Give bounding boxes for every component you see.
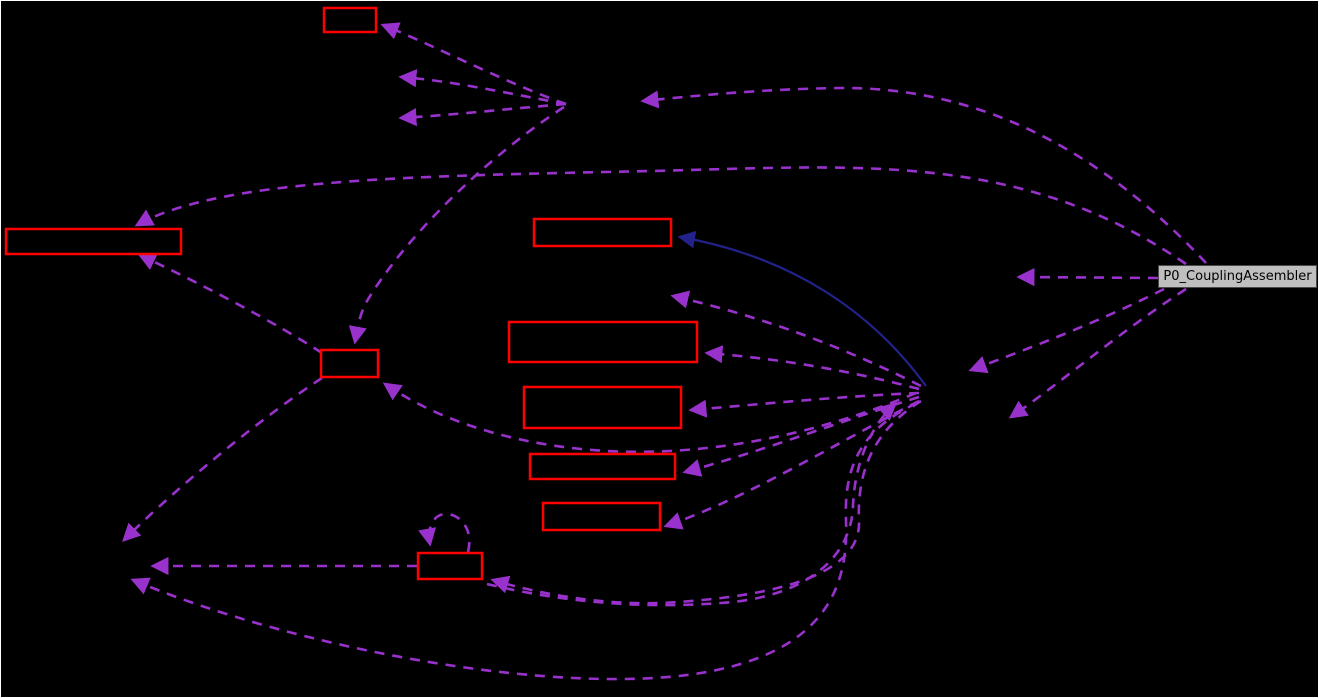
edge-p0-to-hiddenC bbox=[1008, 287, 1187, 419]
edge-p0-to-hubB bbox=[968, 287, 1165, 374]
edge-hubB-to-small-node bbox=[382, 382, 917, 454]
edge-small-node-to-left-node bbox=[137, 253, 323, 355]
red-node-left-wide[interactable] bbox=[4, 227, 183, 256]
red-node-selfloop[interactable] bbox=[416, 551, 484, 581]
edge-p0-to-left-node bbox=[134, 166, 1187, 266]
red-node-mid-5[interactable] bbox=[541, 501, 662, 532]
current-node-label: P0_CouplingAssembler bbox=[1163, 269, 1312, 284]
edge-hubA-to-hidden-upper bbox=[398, 69, 567, 106]
edge-selfloop-node-to-hubB bbox=[486, 402, 898, 607]
edge-hubB-to-hiddenD-around-bottom bbox=[130, 401, 918, 681]
current-node-p0-coupling-assembler[interactable]: P0_CouplingAssembler bbox=[1158, 265, 1317, 288]
edge-hubB-to-mid1-solid bbox=[677, 230, 927, 387]
red-node-mid-1[interactable] bbox=[532, 217, 673, 248]
edge-hubA-to-top-node bbox=[380, 22, 567, 106]
edge-p0-to-hubA bbox=[640, 86, 1207, 264]
edge-hubA-to-hidden-lower bbox=[398, 102, 567, 127]
red-node-top[interactable] bbox=[322, 6, 378, 34]
edge-small-node-to-hiddenD bbox=[122, 376, 323, 542]
edge-hubB-to-mid2 bbox=[704, 345, 920, 391]
red-node-small[interactable] bbox=[319, 348, 380, 379]
edge-hubA-to-small-node bbox=[348, 105, 565, 345]
edge-hubB-to-selfloop-node bbox=[490, 399, 922, 605]
edge-hubB-to-hiddenH bbox=[670, 290, 922, 388]
red-node-mid-2[interactable] bbox=[507, 320, 699, 364]
edge-p0-to-hiddenE bbox=[1016, 268, 1159, 287]
red-node-mid-3[interactable] bbox=[522, 385, 683, 430]
edge-hubB-to-mid3 bbox=[688, 391, 920, 418]
red-node-mid-4[interactable] bbox=[528, 452, 677, 481]
edge-selfloop bbox=[418, 512, 471, 553]
